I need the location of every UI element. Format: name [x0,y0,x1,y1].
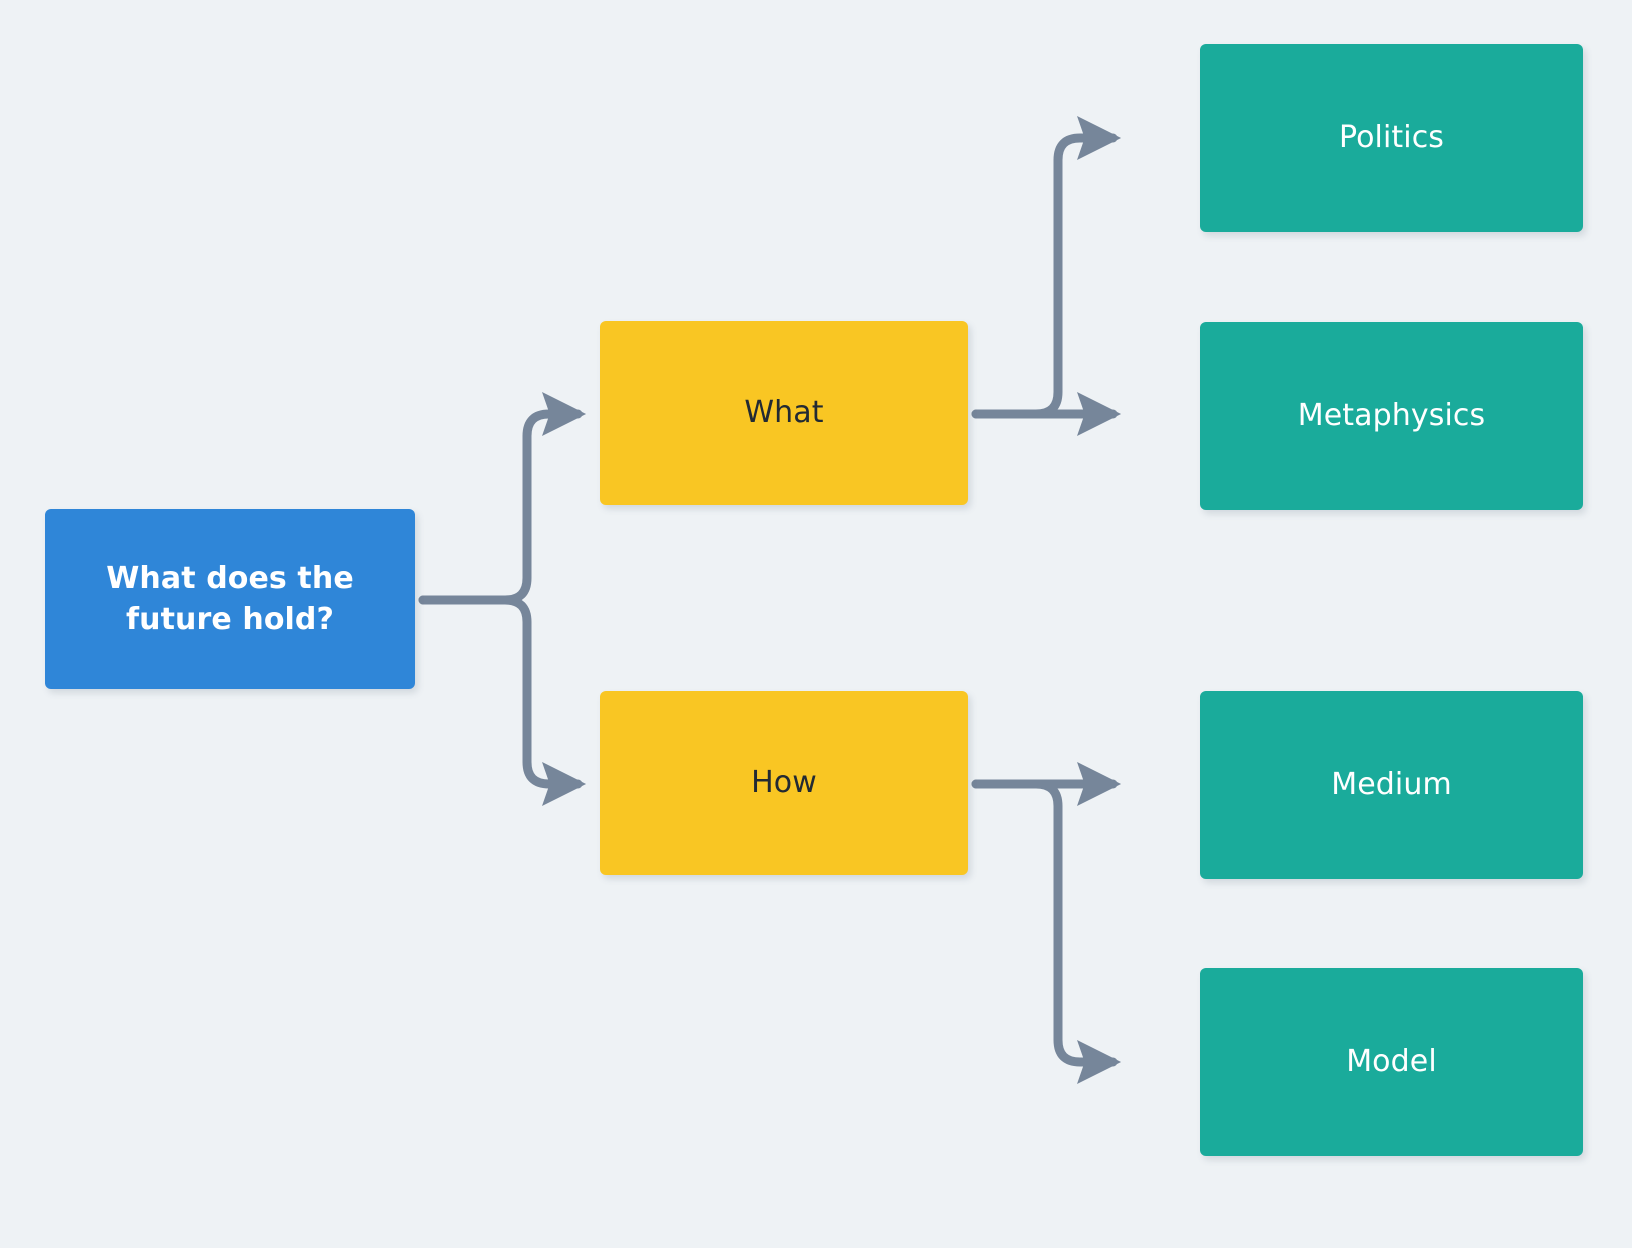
node-metaphysics-label: Metaphysics [1297,398,1486,434]
edge-how-model [971,779,1122,1085]
node-how[interactable]: How [600,691,968,875]
edge-root-what [418,391,587,605]
node-metaphysics[interactable]: Metaphysics [1200,322,1583,510]
edge-what-politics [971,115,1122,419]
node-model-label: Model [1346,1044,1437,1080]
node-medium-label: Medium [1331,767,1452,803]
node-model[interactable]: Model [1200,968,1583,1156]
node-politics-label: Politics [1338,120,1445,156]
node-what[interactable]: What [600,321,968,505]
node-how-label: How [751,765,817,801]
node-what-label: What [744,395,824,431]
node-politics[interactable]: Politics [1200,44,1583,232]
node-root[interactable]: What does the future hold? [45,509,415,689]
edge-root-how [418,595,587,807]
node-root-label: What does the future hold? [106,560,354,637]
node-medium[interactable]: Medium [1200,691,1583,879]
